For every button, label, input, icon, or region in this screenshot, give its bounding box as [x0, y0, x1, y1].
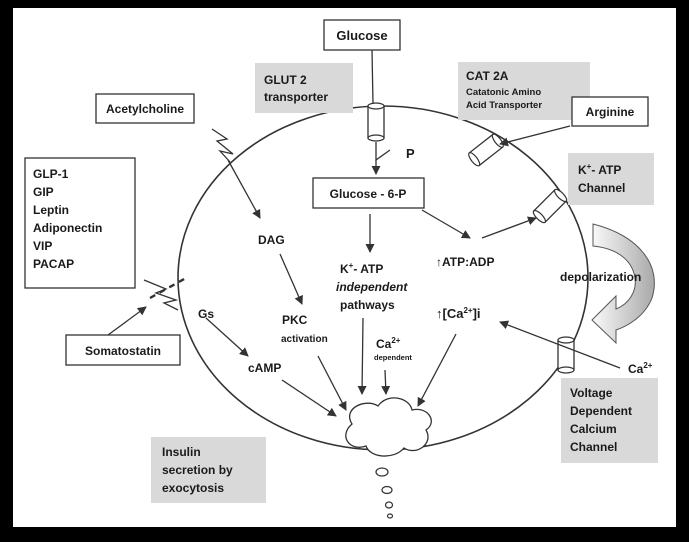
vesicle-icon	[384, 501, 394, 509]
hormone-item: Leptin	[33, 203, 69, 217]
hormone-item: VIP	[33, 239, 52, 253]
somatostatin-label: Somatostatin	[85, 344, 161, 358]
pkc-label: PKC	[282, 313, 308, 327]
katp-channel-label: K+- ATP	[578, 162, 621, 177]
ca-dependent-sublabel: dependent	[374, 353, 412, 362]
somatostatin-inhibition-line	[149, 276, 187, 300]
arrow-katp-indep-to-granule	[357, 317, 367, 395]
arrow-glucose-to-transporter	[371, 49, 374, 105]
voltage-channel-note-box	[561, 378, 658, 463]
cat2a-desc: Catatonic Amino	[466, 87, 541, 98]
vesicle-icon	[381, 485, 393, 495]
acetylcholine-receptor-icon	[211, 128, 234, 163]
glucose-label: Glucose	[336, 28, 387, 43]
arrow-camp-to-granule	[281, 379, 337, 417]
hormone-item: GLP-1	[33, 167, 69, 181]
arginine-box	[571, 96, 649, 127]
insulin-secretion-label: Insulin	[162, 445, 201, 459]
insulin-note-box	[151, 437, 266, 503]
voltage-channel-label: Dependent	[570, 404, 632, 418]
hormone-item: PACAP	[33, 257, 74, 271]
acetylcholine-box	[95, 93, 195, 124]
arginine-label: Arginine	[586, 105, 635, 119]
voltage-channel-label: Voltage	[570, 386, 613, 400]
katp-channel-icon	[532, 188, 568, 224]
katp-independent-label: K+- ATP	[340, 261, 383, 276]
voltage-channel-label: Calcium	[570, 422, 617, 436]
atp-adp-label: ↑ATP:ADP	[436, 255, 494, 269]
arrow-somatostatin	[107, 306, 147, 336]
intracellular-calcium-label: ↑[Ca2+]i	[436, 306, 481, 321]
glucose-box	[323, 19, 401, 51]
depolarization-arrow-icon	[591, 223, 655, 345]
gs-label: Gs	[198, 307, 214, 321]
glut2-label: transporter	[264, 90, 328, 104]
insulin-secretion-label: exocytosis	[162, 481, 224, 495]
arrow-to-atp-adp	[421, 209, 471, 239]
cat2a-desc: Acid Transporter	[466, 100, 542, 111]
katp-channel-note-box	[568, 153, 654, 205]
katp-independent-label: independent	[336, 280, 408, 294]
voltage-channel-label: Channel	[570, 440, 617, 454]
insulin-secretion-label: secretion by	[162, 463, 233, 477]
arrow-ca-to-granule	[417, 333, 457, 407]
camp-label: cAMP	[248, 361, 281, 375]
glucose-6p-label: Glucose - 6-P	[330, 187, 407, 201]
arrow-to-katp-channel	[481, 216, 537, 239]
glut2-transporter-icon	[367, 102, 385, 142]
hormone-item: Adiponectin	[33, 221, 102, 235]
arrow-ca-dependent-to-granule	[381, 369, 391, 395]
phosphate-label: P	[406, 146, 415, 161]
insulin-granule-icon	[345, 397, 432, 457]
voltage-calcium-channel-icon	[557, 336, 575, 374]
hormone-list-box	[24, 157, 136, 289]
glucose-6p-box	[312, 177, 425, 209]
vesicle-icon	[386, 513, 394, 519]
arrow-gs-to-camp	[205, 317, 249, 357]
cat2a-title: CAT 2A	[466, 69, 509, 83]
arrow-pkc-to-granule	[317, 355, 347, 411]
pkc-activation-label: activation	[281, 334, 328, 345]
cat2a-note-box	[458, 62, 590, 120]
glut2-note-box	[255, 63, 353, 113]
depolarization-label: depolarization	[560, 270, 641, 284]
dag-label: DAG	[258, 233, 285, 247]
somatostatin-box	[65, 334, 181, 366]
arrow-calcium-influx	[499, 320, 621, 369]
acetylcholine-label: Acetylcholine	[106, 102, 184, 116]
katp-channel-label: Channel	[578, 181, 625, 195]
hormone-list: GLP-1 GIP Leptin Adiponectin VIP PACAP	[33, 167, 102, 271]
vesicle-icon	[375, 467, 389, 477]
hormone-receptor-icon	[143, 279, 179, 311]
arrow-to-dag	[227, 159, 261, 219]
pathway-arrows	[107, 49, 621, 417]
katp-independent-label: pathways	[340, 298, 395, 312]
arrow-arginine-to-cat2a	[499, 125, 571, 147]
calcium-label: Ca2+	[628, 361, 653, 376]
hormone-item: GIP	[33, 185, 54, 199]
arrow-dag-to-pkc	[279, 253, 303, 305]
glut2-label: GLUT 2	[264, 73, 307, 87]
ca-dependent-label: Ca2+	[376, 336, 401, 351]
